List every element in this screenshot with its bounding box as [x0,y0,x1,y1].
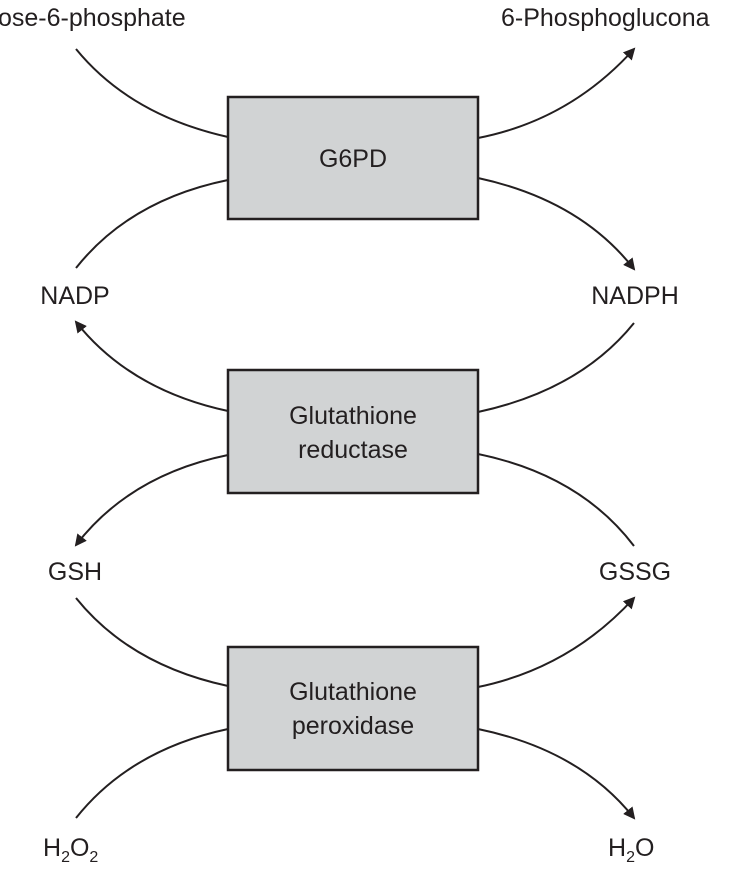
glutathione-reductase-label-line2: reductase [298,436,408,464]
gsh-label: GSH [48,558,102,586]
glutathione-peroxidase-label-line1: Glutathione [289,678,417,706]
arc-nadp-to-g6pd [75,179,229,269]
arc-glutathione-peroxidase-to-gssg [477,596,636,688]
arc-glutathione-reductase-to-gsh [74,454,229,547]
glucose-6-phosphate-label: ose-6-phosphate [0,4,186,32]
glutathione-peroxidase-label-line2: peroxidase [292,712,414,740]
arc-gssg-to-glutathione-reductase [477,453,635,547]
arc-glutathione-reductase-to-nadp [74,320,229,412]
arc-nadph-to-glutathione-reductase [477,322,635,413]
arc-glutathione-peroxidase-to-h2o [477,728,636,820]
nadp-label: NADP [40,282,109,310]
glutathione-reductase-box: Glutathione reductase [226,368,480,495]
g6pd-box: G6PD [226,95,480,221]
arc-g6p-to-g6pd [75,48,229,138]
gssg-label: GSSG [599,558,671,586]
glutathione-peroxidase-box: Glutathione peroxidase [226,645,480,772]
g6pd-label: G6PD [319,145,387,173]
water-label: H2O [608,834,654,866]
nadph-label: NADPH [591,282,679,310]
arc-gsh-to-glutathione-peroxidase [75,597,229,687]
arc-g6pd-to-6pg [477,47,636,139]
hydrogen-peroxide-label: H2O2 [43,834,98,866]
arc-h2o2-to-glutathione-peroxidase [75,728,229,819]
6-phosphogluconate-label: 6-Phosphoglucona [501,4,710,32]
arc-g6pd-to-nadph [477,177,636,271]
glutathione-reductase-label-line1: Glutathione [289,402,417,430]
